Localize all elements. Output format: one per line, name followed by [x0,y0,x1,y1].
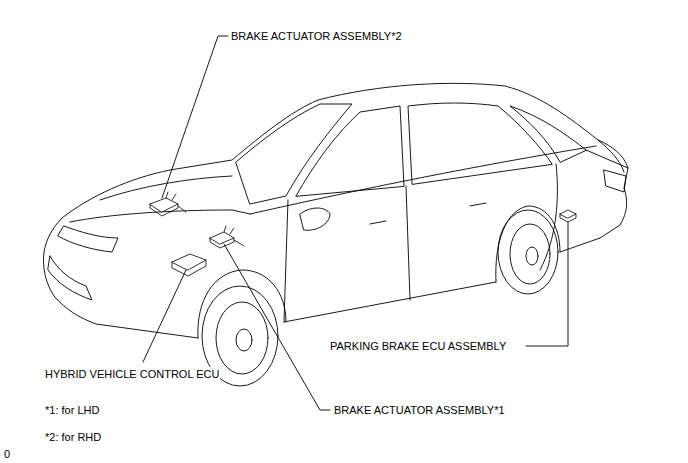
leader-line [526,222,568,346]
front-rim [216,302,268,374]
brake-actuator-rhd [150,192,186,216]
parking-brake-ecu [560,210,576,222]
rear-rim [510,224,550,284]
footnote: *2: for RHD [44,430,102,444]
door-lines [284,164,557,322]
part-label: BRAKE ACTUATOR ASSEMBLY*2 [230,29,403,43]
beltline [250,146,596,214]
windshield [236,104,352,204]
part-label: PARKING BRAKE ECU ASSEMBLY [329,339,507,353]
mirror [300,208,330,230]
brake-actuator-lhd [210,226,244,248]
hood-crease [100,176,232,200]
part-label: BRAKE ACTUATOR ASSEMBLY*1 [333,403,506,417]
car-rocker [284,282,496,322]
rear-tire [498,210,558,294]
leader-lines [143,36,568,410]
hybrid-vehicle-control-ecu [172,254,206,276]
door-handles [370,203,486,224]
leader-line [224,244,330,410]
part-label: HYBRID VEHICLE CONTROL ECU [44,367,220,381]
rear-wheel-arch [496,206,560,282]
trunk-lid [586,140,628,172]
headlight [58,226,118,252]
quarter-window [510,106,586,162]
rear-door-window [408,103,552,184]
tail-light [604,170,626,192]
rear-hub [526,247,538,265]
leader-line [162,36,228,198]
footnote: *1: for LHD [44,403,100,417]
car-body [62,83,628,252]
front-door-window [296,106,404,196]
image-code: 0 [3,447,11,461]
hood-line [70,210,250,222]
leader-line [143,270,186,362]
grille [48,256,92,300]
front-hub [236,329,252,351]
car-front [43,218,198,338]
